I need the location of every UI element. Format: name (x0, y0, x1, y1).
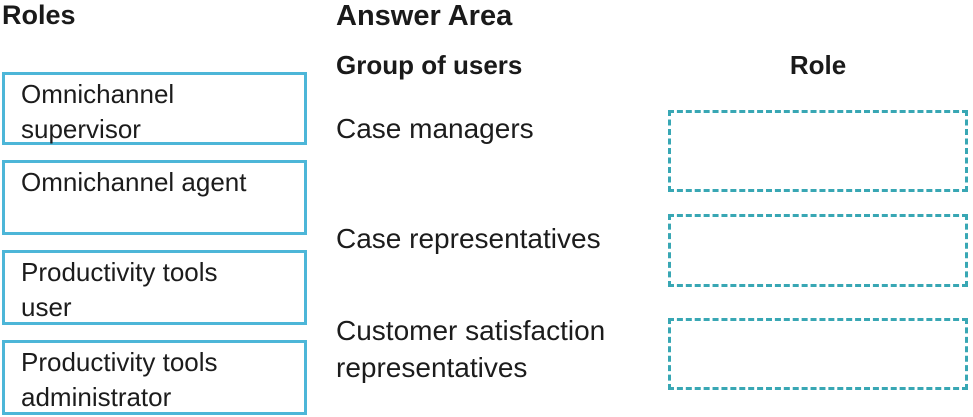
role-option-label: Productivity tools user (21, 257, 218, 322)
role-drop-zone-customer-satisfaction-representatives[interactable] (668, 318, 968, 390)
group-label-customer-satisfaction-representatives: Customer satisfaction representatives (336, 315, 606, 383)
role-option-label: Omnichannel supervisor (21, 79, 175, 144)
role-option-omnichannel-agent[interactable]: Omnichannel agent (2, 160, 307, 235)
column-header-role: Role (789, 50, 847, 80)
role-option-productivity-tools-administrator[interactable]: Productivity tools administrator (2, 340, 307, 415)
role-drop-zone-case-managers[interactable] (668, 110, 968, 192)
role-drop-zone-case-representatives[interactable] (668, 214, 968, 287)
role-option-productivity-tools-user[interactable]: Productivity tools user (2, 250, 307, 325)
role-option-omnichannel-supervisor[interactable]: Omnichannel supervisor (2, 72, 307, 145)
role-option-label: Productivity tools administrator (21, 347, 218, 412)
column-header-group-of-users: Group of users (336, 50, 523, 80)
group-label-case-representatives: Case representatives (336, 223, 601, 254)
role-option-label: Omnichannel agent (21, 167, 247, 197)
roles-column-title: Roles (2, 0, 76, 30)
group-label-case-managers: Case managers (336, 113, 534, 144)
answer-area-title: Answer Area (336, 0, 513, 32)
